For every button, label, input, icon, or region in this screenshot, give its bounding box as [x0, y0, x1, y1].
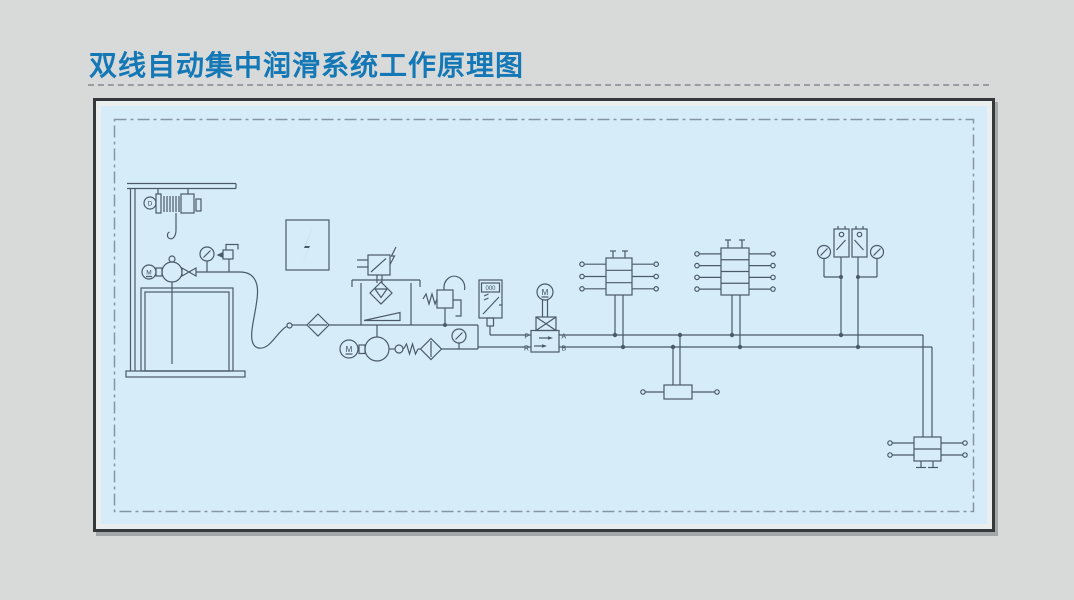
pressure-switch-b-icon — [851, 226, 868, 258]
title-separator — [88, 84, 989, 86]
flexible-hose-icon — [239, 271, 287, 349]
inline-filter-icon — [306, 313, 330, 337]
level-switch-icon — [357, 246, 397, 283]
diagram-panel: D — [93, 98, 995, 532]
level-indicator-icon — [363, 311, 401, 322]
station-pump-unit-icon — [339, 325, 478, 362]
lightning-icon — [389, 246, 397, 265]
hoist-motor-icon — [143, 196, 157, 210]
fill-line-icon — [286, 313, 361, 337]
grease-barrel-icon — [140, 287, 234, 372]
page-title: 双线自动集中润滑系统工作原理图 — [89, 50, 525, 81]
main-pressure-gauge-icon — [451, 328, 467, 349]
valve-port-p-label: P — [524, 334, 529, 341]
valve-port-r-label: R — [524, 346, 529, 353]
fill-pump-motor-label: M — [146, 270, 151, 277]
lightning-icon — [301, 227, 313, 265]
pressure-sensor-display: 000 — [485, 286, 496, 292]
valve-motor-label: M — [542, 288, 549, 297]
reversing-valve-icon — [478, 283, 560, 353]
station-pump-icon — [364, 336, 390, 362]
gantry-hoist-icon — [125, 182, 246, 378]
distributor-3-section-icon — [579, 250, 660, 347]
relief-valve-icon — [411, 275, 479, 349]
electric-control-box-icon — [285, 219, 330, 271]
hook-icon — [166, 229, 177, 240]
valve-motor-icon — [536, 283, 554, 301]
pressure-switch-a-icon — [833, 226, 850, 258]
valve-port-b-label: B — [562, 346, 567, 353]
distributor-1-section-icon — [640, 335, 720, 400]
hoist-motor-label: D — [148, 201, 153, 208]
diagram-canvas: D — [101, 106, 987, 524]
lubrication-schematic: D — [113, 118, 975, 513]
station-pump-motor-icon — [339, 339, 359, 359]
grease-gun-icon — [216, 243, 239, 272]
valve-port-a-label: A — [562, 334, 567, 341]
distributor-2-section-icon — [887, 436, 968, 469]
dashed-border — [113, 118, 975, 513]
pressure-filter-icon — [419, 337, 443, 361]
distributor-4-section-icon — [694, 239, 776, 347]
dual-line-mains — [559, 332, 933, 437]
fill-pump-icon — [161, 261, 183, 283]
station-pump-motor-label: M — [346, 345, 353, 354]
funnel-filter-icon — [369, 281, 393, 305]
check-valve-icon — [394, 344, 404, 354]
reservoir-icon — [351, 246, 421, 326]
fill-pump-unit-icon — [140, 243, 287, 372]
end-pressure-switches-icon — [816, 226, 885, 347]
pressure-sensor-icon — [478, 279, 531, 336]
